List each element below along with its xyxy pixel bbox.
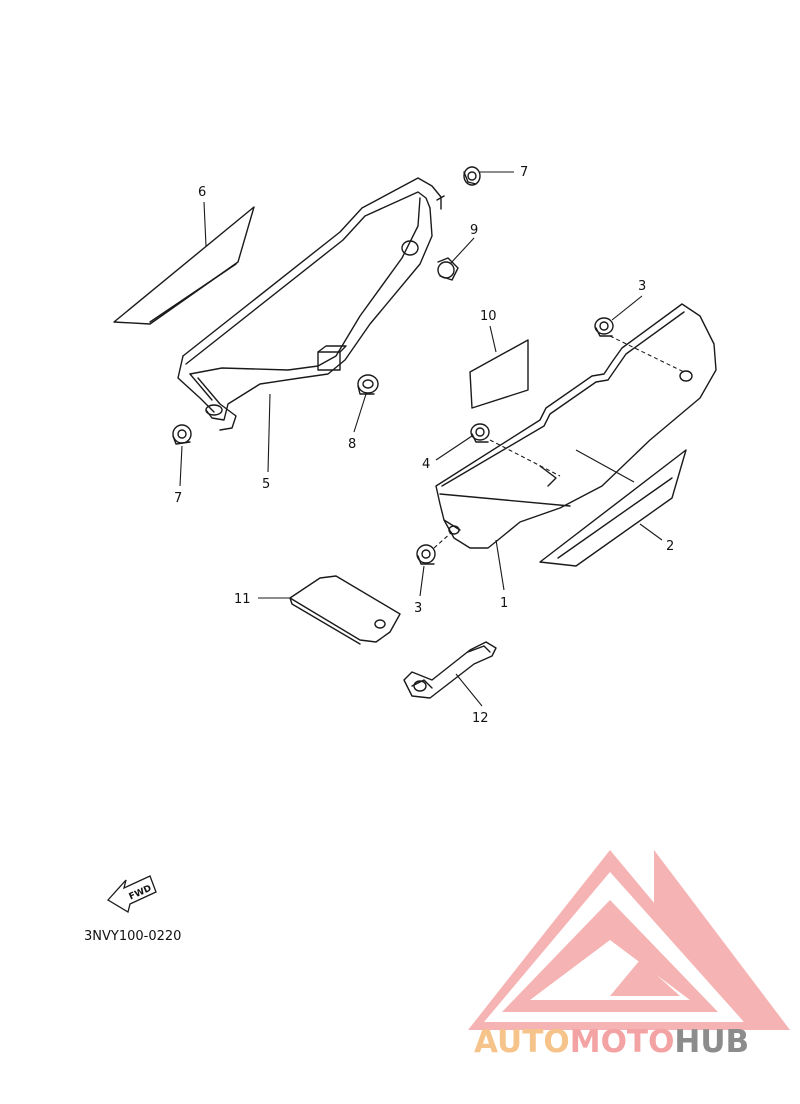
callout-3-bottom: 3 — [414, 601, 422, 616]
part-6-decal — [113, 206, 255, 325]
brand-part-hub: HUB — [674, 1024, 749, 1060]
part-3-grommet-bottom — [416, 544, 436, 565]
part-11-small-cover — [289, 575, 401, 645]
part-9-collar — [401, 240, 459, 281]
part-8-grommet — [357, 374, 379, 395]
part-7-grommet-bottom — [172, 424, 192, 445]
leader-lines — [179, 171, 685, 707]
watermark-logo — [468, 850, 790, 1030]
callout-3-top: 3 — [638, 279, 646, 294]
part-2-decal — [539, 449, 687, 567]
callout-4: 4 — [422, 457, 430, 472]
part-1-side-cover — [435, 303, 717, 549]
part-12-strap — [403, 641, 497, 699]
callout-labels: 6 7 9 3 10 5 7 8 4 2 11 3 1 12 — [174, 165, 674, 726]
part-7-grommet-top — [463, 166, 481, 186]
callout-2: 2 — [666, 539, 674, 554]
diagram-code: 3NVY100-0220 — [84, 929, 181, 944]
callout-7-bottom: 7 — [174, 491, 182, 506]
callout-7-top: 7 — [520, 165, 528, 180]
callout-12: 12 — [472, 711, 489, 726]
callout-6: 6 — [198, 185, 206, 200]
callout-9: 9 — [470, 223, 478, 238]
callout-10: 10 — [480, 309, 497, 324]
brand-part-auto: AUTO — [474, 1024, 570, 1060]
part-5-bracket — [177, 177, 445, 431]
watermark-brand: AUTOMOTOHUB — [474, 1024, 749, 1060]
part-3-grommet-top — [594, 317, 614, 337]
callout-5: 5 — [262, 477, 270, 492]
callout-1: 1 — [500, 596, 508, 611]
fwd-arrow-icon: FWD — [106, 875, 157, 914]
brand-part-moto: MOTO — [570, 1024, 675, 1060]
part-10-label — [469, 339, 529, 409]
part-4-grommet — [470, 423, 490, 443]
callout-8: 8 — [348, 437, 356, 452]
callout-11: 11 — [234, 592, 251, 607]
